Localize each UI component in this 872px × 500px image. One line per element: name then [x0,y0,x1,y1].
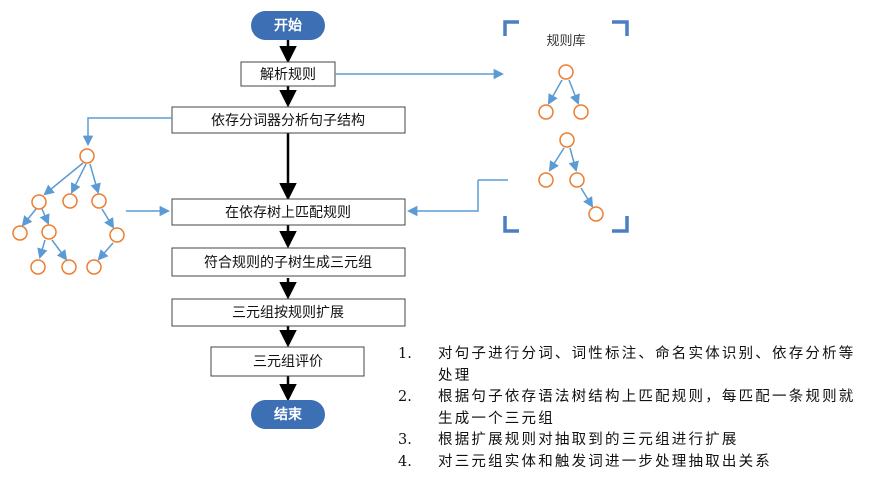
tree-node [109,227,125,243]
note-item: 1. 对句子进行分词、词性标注、命名实体识别、依存分析等处理 [398,344,868,387]
start-label: 开始 [274,17,302,34]
note-item: 2. 根据句子依存语法树结构上匹配规则，每匹配一条规则就生成一个三元组 [398,387,868,430]
step-label: 三元组按规则扩展 [232,305,344,321]
rule-library-frame [503,20,629,233]
tree-node [41,224,57,240]
tree-node [538,172,554,188]
tree-node [588,206,604,222]
tree-node [61,259,77,275]
note-text: 根据扩展规则对抽取到的三元组进行扩展 [438,432,739,448]
step-label: 依存分词器分析句子结构 [211,113,365,129]
step-label: 在依存树上匹配规则 [225,205,351,221]
note-text: 对三元组实体和触发词进一步处理抽取出关系 [438,453,772,470]
note-item: 4. 对三元组实体和触发词进一步处理抽取出关系 [398,452,868,474]
rule-library-label: 规则库 [546,33,585,49]
end-label: 结束 [274,406,303,423]
note-number: 4. [398,453,412,470]
tree-node [62,193,78,209]
note-number: 3. [398,432,412,448]
rule-tree-2 [538,132,604,222]
tree-node [559,132,575,148]
note-text: 根据句子依存语法树结构上匹配规则，每匹配一条规则就生成一个三元组 [438,389,856,427]
tree-node [91,193,107,209]
step-match-rules: 在依存树上匹配规则 [171,198,406,226]
tree-node [569,172,585,188]
tree-node [558,64,574,80]
tree-node [30,259,46,275]
tree-node [86,259,102,275]
step-label: 解析规则 [260,67,316,83]
step-parse-rules: 解析规则 [240,61,336,87]
dependency-tree [12,148,125,275]
tree-node [31,194,47,210]
tree-node [79,148,95,164]
step-generate-triples: 符合规则的子树生成三元组 [171,247,406,277]
end-node: 结束 [251,400,325,429]
tree-node [573,104,589,120]
step-label: 三元组评价 [253,354,323,370]
note-number: 1. [398,346,412,362]
step-label: 符合规则的子树生成三元组 [204,255,372,271]
tree-node [12,225,28,241]
step-evaluate-triples: 三元组评价 [210,346,365,377]
tree-node [538,104,554,120]
note-number: 2. [398,389,412,405]
step-dependency-parse: 依存分词器分析句子结构 [171,106,406,134]
connector-arrows [82,68,508,217]
note-text: 对句子进行分词、词性标注、命名实体识别、依存分析等处理 [438,346,856,384]
start-node: 开始 [251,11,325,40]
step-expand-triples: 三元组按规则扩展 [171,298,406,327]
rule-tree-1 [538,64,589,120]
notes-list: 1. 对句子进行分词、词性标注、命名实体识别、依存分析等处理 2. 根据句子依存语法… [398,344,868,473]
note-item: 3. 根据扩展规则对抽取到的三元组进行扩展 [398,430,868,452]
